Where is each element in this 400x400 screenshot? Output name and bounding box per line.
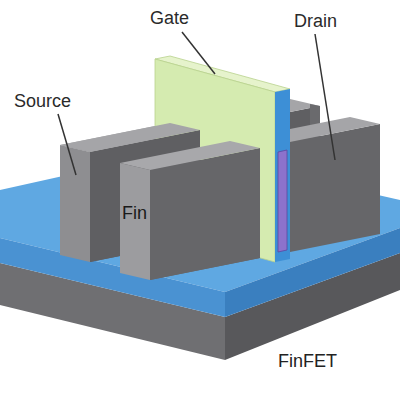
figure-caption: FinFET: [278, 352, 337, 372]
fin-top: [120, 141, 260, 170]
part-label: Source: [14, 92, 71, 112]
fin-side: [150, 148, 260, 280]
part-label: Fin: [122, 204, 147, 224]
leader-line: [315, 34, 335, 160]
fin-end: [60, 145, 90, 262]
leader-line: [58, 114, 76, 175]
fin-end: [120, 163, 150, 280]
gate-metal: [278, 150, 287, 252]
part-label: Drain: [294, 12, 337, 32]
fin-front-source: [120, 141, 260, 280]
gate-oxide-side: [275, 89, 290, 262]
leader-line: [182, 32, 215, 74]
fin-top: [60, 123, 200, 152]
part-label: Gate: [150, 9, 189, 29]
